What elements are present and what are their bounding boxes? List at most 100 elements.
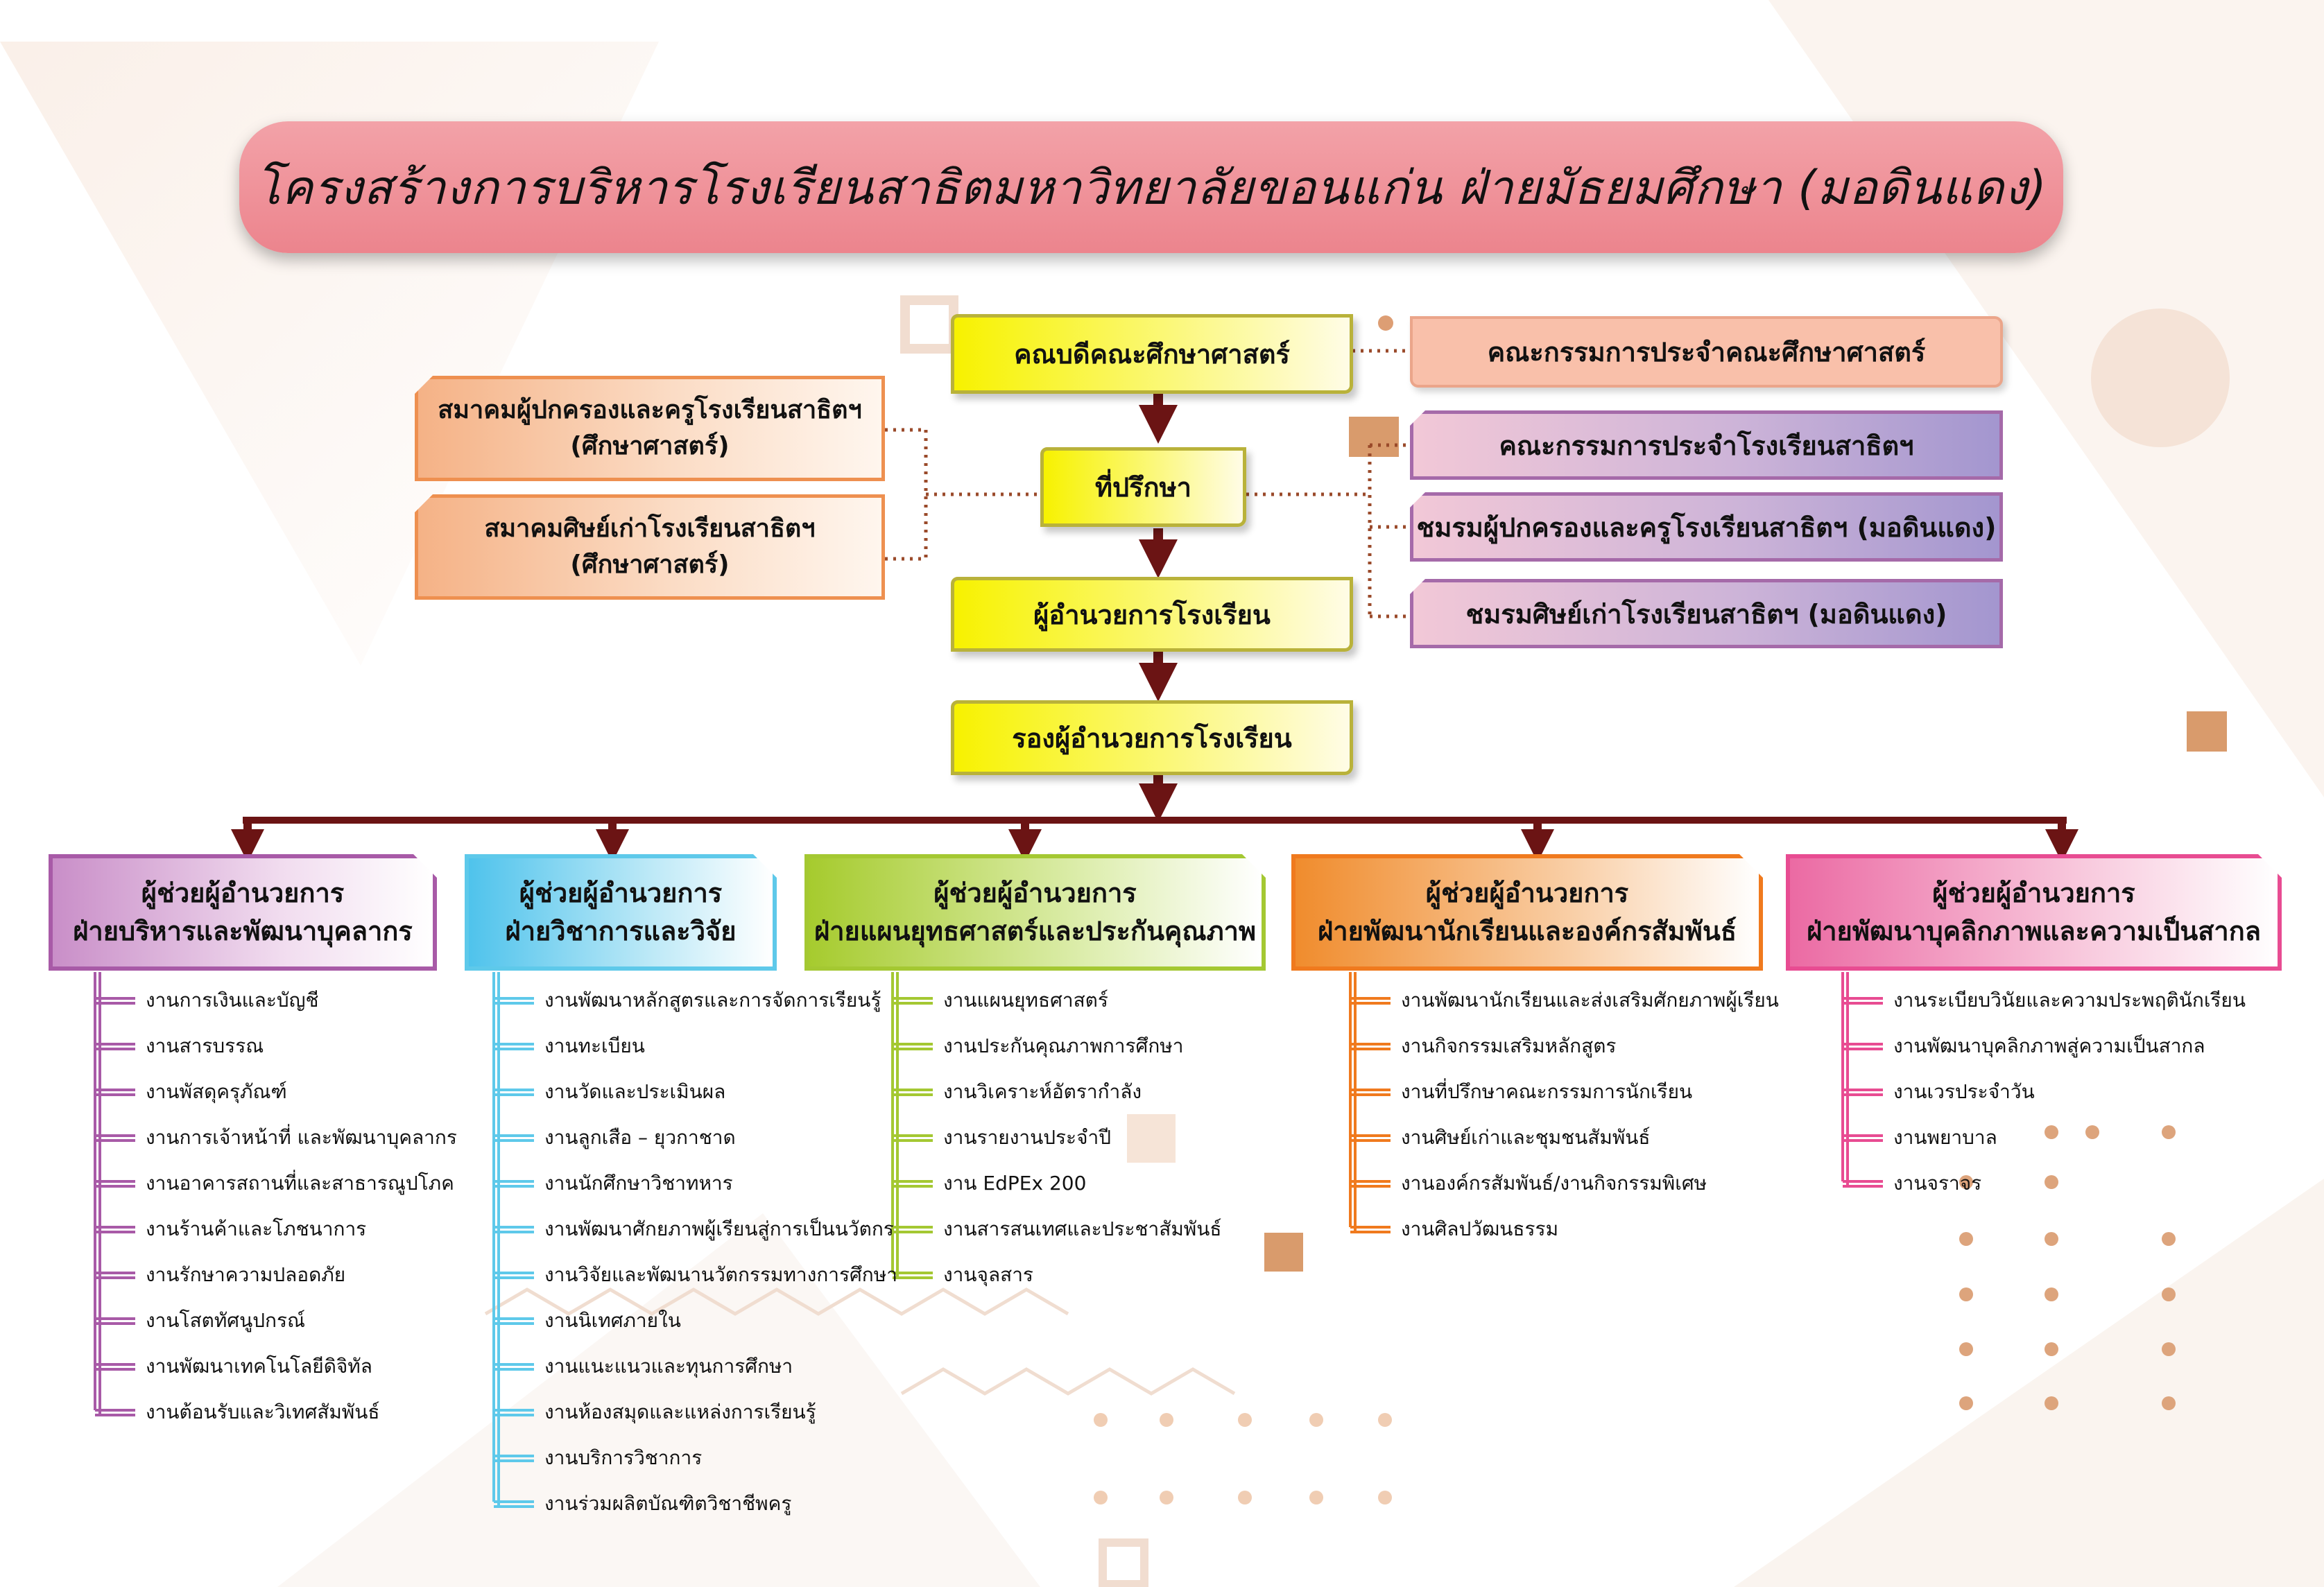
dept-admin-line2: ฝ่ายบริหารและพัฒนาบุคลากร: [73, 916, 413, 946]
dept-item: งานการเจ้าหน้าที่ และพัฒนาบุคลากร: [146, 1126, 457, 1149]
deputy-label: รองผู้อำนวยการโรงเรียน: [1012, 722, 1292, 754]
dean-box: คณบดีคณะศึกษาศาสตร์: [951, 314, 1353, 394]
dept-student-box: ผู้ช่วยผู้อำนวยการ ฝ่ายพัฒนานักเรียนและอ…: [1291, 854, 1763, 971]
dept-strategy-line2: ฝ่ายแผนยุทธศาสตร์และประกันคุณภาพ: [814, 916, 1257, 946]
dept-item: งานรักษาความปลอดภัย: [146, 1263, 346, 1286]
director-label: ผู้อำนวยการโรงเรียน: [1033, 599, 1271, 630]
alumni-association-box: สมาคมศิษย์เก่าโรงเรียนสาธิตฯ (ศึกษาศาสตร…: [415, 494, 885, 600]
school-committee-box: คณะกรรมการประจำโรงเรียนสาธิตฯ: [1410, 410, 2003, 480]
department-arrows: [231, 820, 2078, 862]
faculty-committee-label: คณะกรรมการประจำคณะศึกษาศาสตร์: [1487, 337, 1926, 367]
dept-item: งานเวรประจำวัน: [1893, 1080, 2035, 1103]
decor-circle: [2091, 309, 2230, 447]
dept-item: งานโสตทัศนูปกรณ์: [146, 1309, 305, 1332]
tree-personality: [1841, 972, 1883, 1188]
dept-personality-line1: ผู้ช่วยผู้อำนวยการ: [1932, 877, 2135, 908]
dept-item: งานนักศึกษาวิชาทหาร: [544, 1172, 733, 1195]
dept-student-line1: ผู้ช่วยผู้อำนวยการ: [1425, 877, 1629, 908]
tree-academic: [492, 972, 534, 1508]
page-title: โครงสร้างการบริหารโรงเรียนสาธิตมหาวิทยาล…: [255, 161, 2047, 216]
department-trees: [94, 972, 1883, 1508]
alumni-association-line1: สมาคมศิษย์เก่าโรงเรียนสาธิตฯ: [484, 514, 816, 543]
tree-strategy: [891, 972, 933, 1279]
dept-item: งานบริการวิชาการ: [544, 1446, 703, 1469]
dept-item: งานสารสนเทศและประชาสัมพันธ์: [943, 1217, 1222, 1240]
dept-item: งานวิจัยและพัฒนานวัตกรรมทางการศึกษา: [544, 1263, 897, 1286]
decor-dot-row: [1094, 1413, 1392, 1504]
decor-square: [1264, 1233, 1303, 1272]
decor-square: [1099, 1538, 1148, 1587]
school-committee-label: คณะกรรมการประจำโรงเรียนสาธิตฯ: [1499, 430, 1914, 461]
dept-item: งานร้านค้าและโภชนาการ: [146, 1217, 367, 1240]
alumni-club-label: ชมรมศิษย์เก่าโรงเรียนสาธิตฯ (มอดินแดง): [1465, 598, 1947, 630]
dept-item: งานกิจกรรมเสริมหลักสูตร: [1401, 1034, 1617, 1057]
dept-item: งานพัฒนาเทคโนโลยีดิจิทัล: [146, 1355, 372, 1378]
dept-academic-box: ผู้ช่วยผู้อำนวยการ ฝ่ายวิชาการและวิจัย: [465, 854, 777, 971]
dept-item: งานแนะแนวและทุนการศึกษา: [544, 1355, 793, 1378]
dept-item: งานที่ปรึกษาคณะกรรมการนักเรียน: [1401, 1080, 1693, 1103]
dept-item: งานอาคารสถานที่และสาธารณูปโภค: [146, 1172, 454, 1195]
tree-student: [1349, 972, 1391, 1233]
dept-item: งานศิษย์เก่าและชุมชนสัมพันธ์: [1401, 1126, 1651, 1149]
decor-triangle: [1734, 1179, 2324, 1587]
dept-admin-box: ผู้ช่วยผู้อำนวยการ ฝ่ายบริหารและพัฒนาบุค…: [49, 854, 437, 971]
dept-item: งานห้องสมุดและแหล่งการเรียนรู้: [544, 1400, 816, 1423]
deputy-box: รองผู้อำนวยการโรงเรียน: [951, 700, 1353, 775]
title-banner: โครงสร้างการบริหารโรงเรียนสาธิตมหาวิทยาล…: [239, 121, 2063, 253]
dept-item: งานรายงานประจำปี: [943, 1126, 1111, 1149]
dept-item: งานศิลปวัฒนธรรม: [1401, 1217, 1559, 1240]
alumni-club-box: ชมรมศิษย์เก่าโรงเรียนสาธิตฯ (มอดินแดง): [1410, 579, 2003, 648]
dean-label: คณบดีคณะศึกษาศาสตร์: [1014, 339, 1290, 370]
faculty-committee-box: คณะกรรมการประจำคณะศึกษาศาสตร์: [1410, 316, 2003, 388]
dept-academic-line2: ฝ่ายวิชาการและวิจัย: [505, 916, 737, 946]
decor-square: [2187, 711, 2227, 752]
dept-item: งานทะเบียน: [544, 1034, 645, 1057]
dept-item: งานการเงินและบัญชี: [146, 989, 319, 1012]
dept-item: งานพัฒนาบุคลิกภาพสู่ความเป็นสากล: [1893, 1034, 2205, 1057]
decor-triangle: [277, 1213, 1040, 1587]
dept-item: งานพัสดุครุภัณฑ์: [146, 1080, 287, 1103]
dept-academic-line1: ผู้ช่วยผู้อำนวยการ: [519, 877, 723, 908]
dept-admin-line1: ผู้ช่วยผู้อำนวยการ: [141, 877, 345, 908]
dept-item: งานต้อนรับและวิเทศสัมพันธ์: [146, 1400, 380, 1423]
dept-strategy-box: ผู้ช่วยผู้อำนวยการ ฝ่ายแผนยุทธศาสตร์และป…: [804, 854, 1266, 971]
dept-item: งานพัฒนาหลักสูตรและการจัดการเรียนรู้: [544, 989, 881, 1012]
decor-square: [1127, 1114, 1176, 1163]
parents-association-line2: (ศึกษาศาสตร์): [570, 432, 730, 460]
dept-item: งานสารบรรณ: [146, 1034, 264, 1057]
advisor-label: ที่ปรึกษา: [1095, 472, 1191, 503]
director-box: ผู้อำนวยการโรงเรียน: [951, 577, 1353, 652]
dept-item: งานจุลสาร: [943, 1263, 1033, 1286]
dept-item: งาน EdPEx 200: [943, 1172, 1087, 1195]
dept-item: งานจราจร: [1893, 1172, 1982, 1195]
alumni-association-line2: (ศึกษาศาสตร์): [570, 550, 730, 579]
dept-item: งานองค์กรสัมพันธ์/งานกิจกรรมพิเศษ: [1401, 1172, 1707, 1195]
dept-personality-line2: ฝ่ายพัฒนาบุคลิกภาพและความเป็นสากล: [1806, 916, 2262, 946]
dept-item: งานประกันคุณภาพการศึกษา: [943, 1034, 1184, 1057]
dotted-connectors: [885, 349, 1410, 618]
dept-item: งานระเบียบวินัยและความประพฤตินักเรียน: [1893, 989, 2246, 1012]
dept-item: งานวิเคราะห์อัตรากำลัง: [943, 1080, 1142, 1103]
parents-club-box: ชมรมผู้ปกครองและครูโรงเรียนสาธิตฯ (มอดิน…: [1410, 492, 2003, 562]
dept-item: งานพยาบาล: [1893, 1126, 1997, 1149]
parents-club-label: ชมรมผู้ปกครองและครูโรงเรียนสาธิตฯ (มอดิน…: [1416, 512, 1997, 543]
dept-item: งานพัฒนาศักยภาพผู้เรียนสู่การเป็นนวัตกร: [544, 1217, 894, 1240]
decor-zigzag: [900, 1367, 1236, 1396]
dept-strategy-line1: ผู้ช่วยผู้อำนวยการ: [933, 877, 1137, 908]
parents-association-line1: สมาคมผู้ปกครองและครูโรงเรียนสาธิตฯ: [438, 395, 862, 424]
decor-zigzag: [484, 1287, 1069, 1316]
dept-item: งานแผนยุทธศาสตร์: [943, 989, 1108, 1012]
dept-personality-box: ผู้ช่วยผู้อำนวยการ ฝ่ายพัฒนาบุคลิกภาพและ…: [1786, 854, 2282, 971]
parents-association-box: สมาคมผู้ปกครองและครูโรงเรียนสาธิตฯ (ศึกษ…: [415, 376, 885, 481]
decor-dot-grid: [1959, 1125, 2176, 1410]
decor-square: [1349, 417, 1399, 457]
dept-item: งานนิเทศภายใน: [544, 1309, 681, 1332]
dept-item: งานลูกเสือ – ยุวกาชาด: [544, 1126, 736, 1149]
advisor-box: ที่ปรึกษา: [1040, 447, 1246, 527]
dept-item: งานร่วมผลิตบัณฑิตวิชาชีพครู: [544, 1492, 792, 1515]
tree-admin: [94, 972, 135, 1416]
dept-student-line2: ฝ่ายพัฒนานักเรียนและองค์กรสัมพันธ์: [1317, 916, 1737, 946]
decor-dot: [1378, 315, 1393, 331]
dept-item: งานพัฒนานักเรียนและส่งเสริมศักยภาพผู้เรี…: [1401, 989, 1779, 1012]
